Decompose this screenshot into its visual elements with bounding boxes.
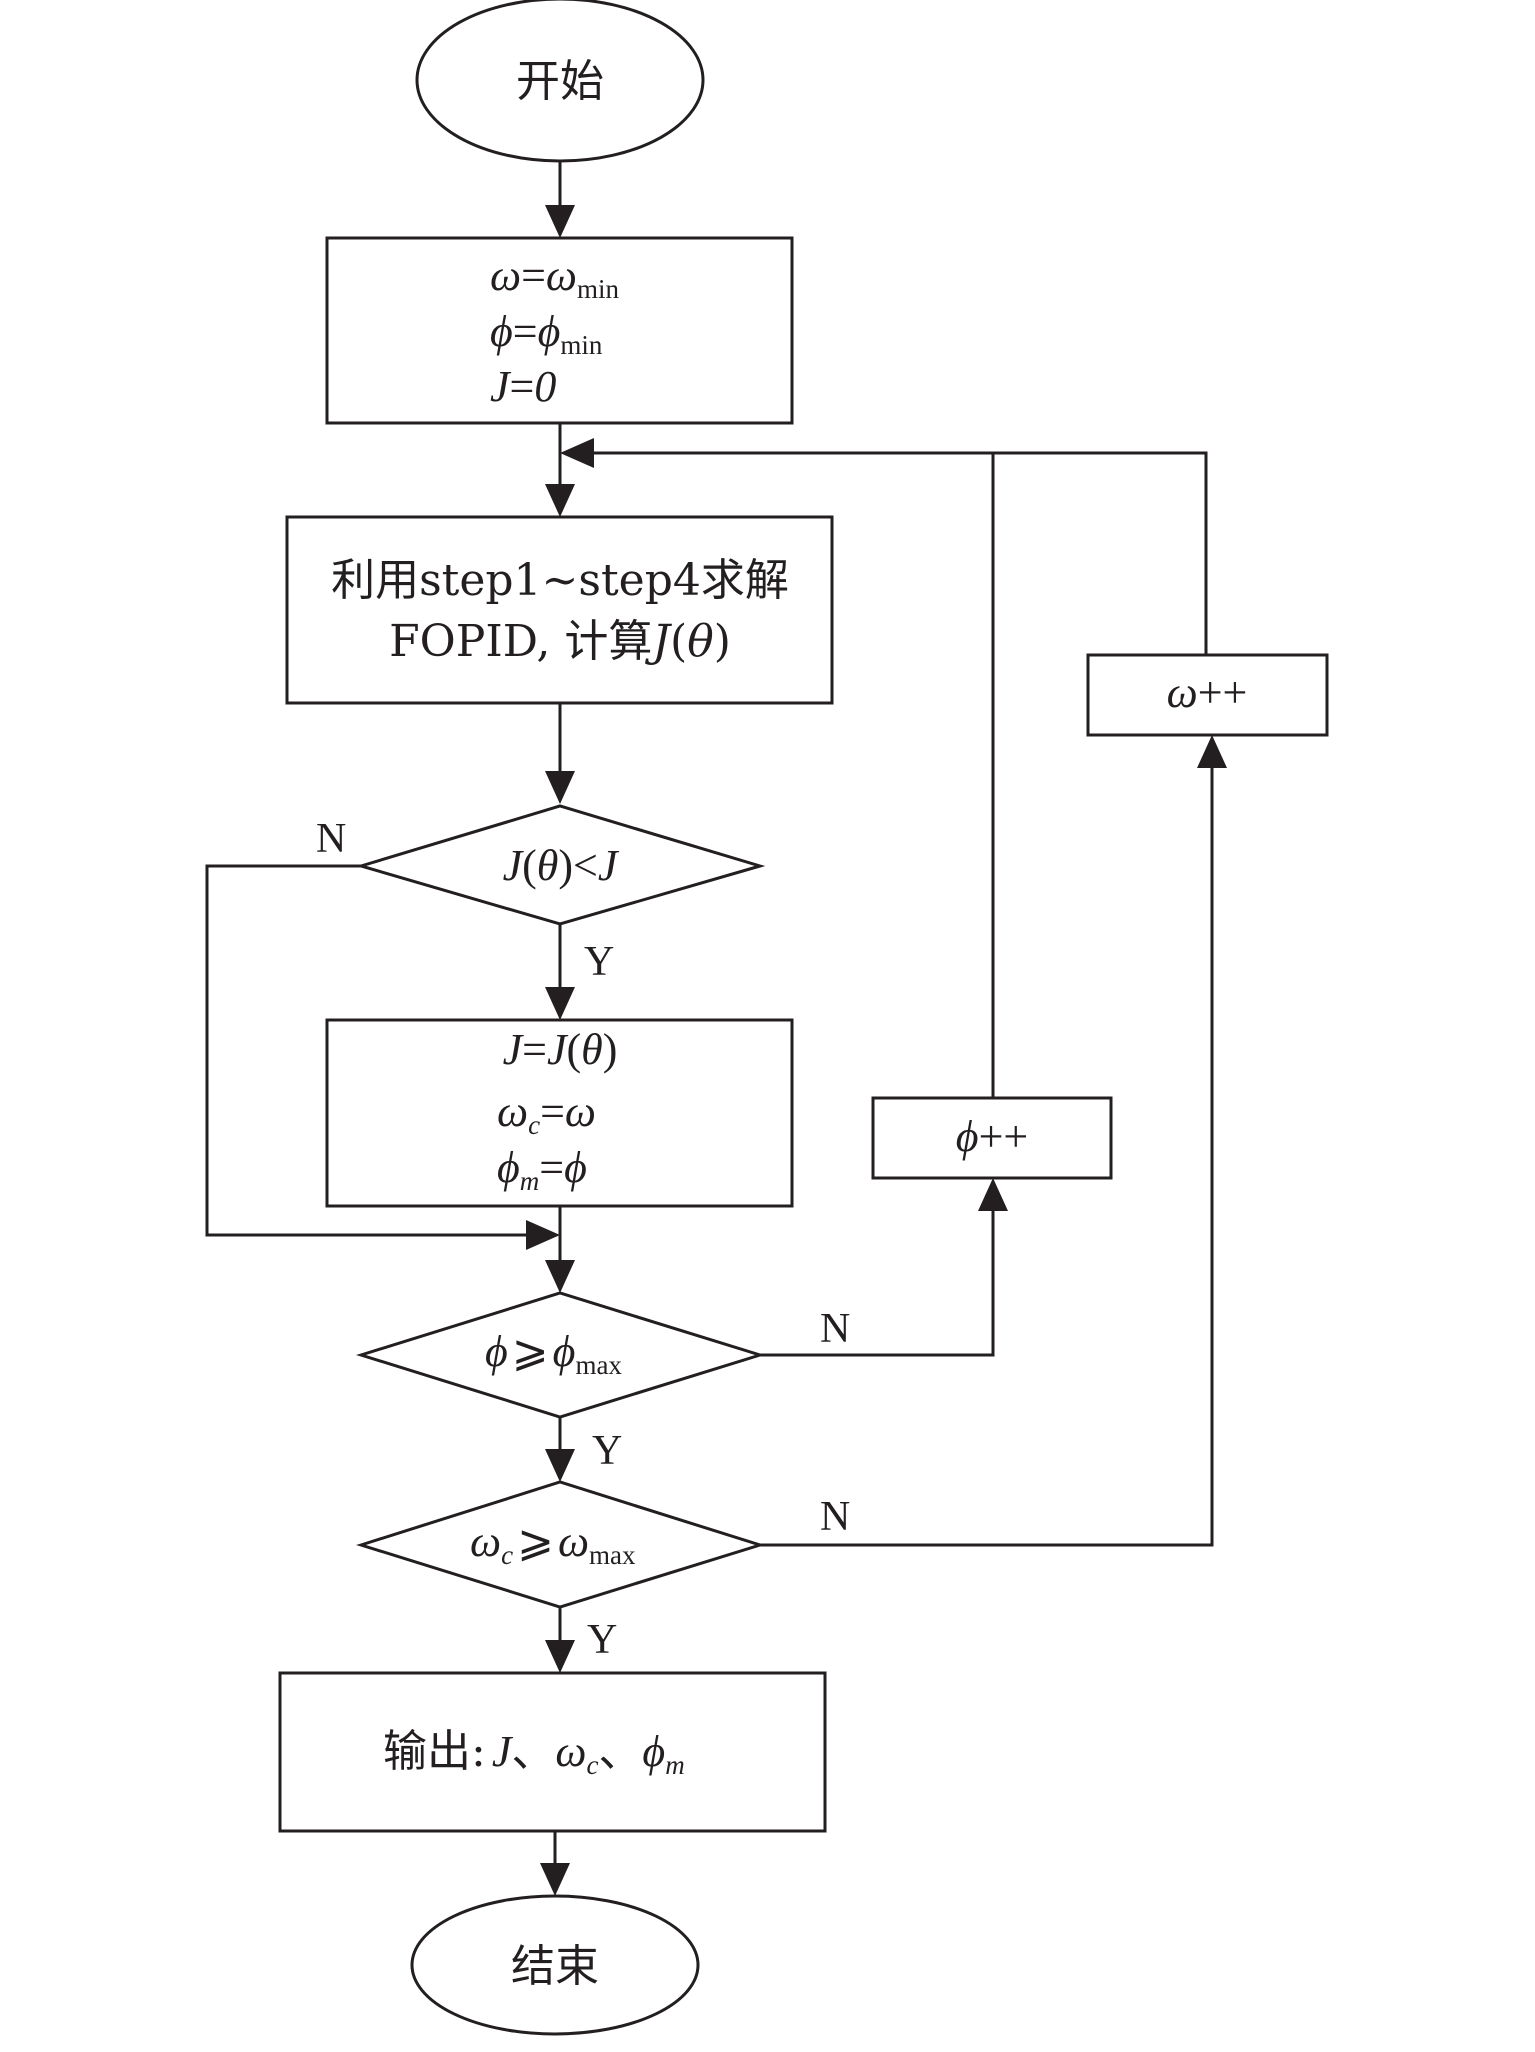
update-line-phi: ϕm=ϕ xyxy=(497,1143,587,1196)
solve-line-2: FOPID, 计算J(θ) xyxy=(389,616,731,667)
decision-phi-text: ϕ⩾ϕmax xyxy=(485,1327,622,1380)
edge-condphi-no-to-phiinc xyxy=(760,1208,995,1357)
init-line-phi: ϕ=ϕmin xyxy=(490,307,603,360)
decision-j: J(θ)<J xyxy=(355,804,766,926)
arrowhead-icon xyxy=(526,1220,560,1250)
output-box: 输出:J、ωc、ϕm xyxy=(278,1671,827,1833)
arrowhead-icon xyxy=(545,205,575,238)
decision-omega: ωc⩾ωmax xyxy=(355,1480,766,1609)
solve-box: 利用step1~step4求解 FOPID, 计算J(θ) xyxy=(285,515,834,705)
label-condphi-no: N xyxy=(820,1306,850,1352)
end-label: 结束 xyxy=(511,1941,599,1992)
label-condphi-yes: Y xyxy=(592,1428,622,1474)
arrowhead-icon xyxy=(545,484,575,517)
label-condomega-no: N xyxy=(820,1494,850,1540)
phi-increment-box: ϕ++ xyxy=(871,1096,1113,1180)
init-line-omega: ω=ωmin xyxy=(490,251,619,304)
solve-line-1: 利用step1~step4求解 xyxy=(331,555,789,606)
arrowhead-icon xyxy=(560,438,594,468)
decision-phi: ϕ⩾ϕmax xyxy=(355,1291,766,1419)
decision-omega-text: ωc⩾ωmax xyxy=(470,1517,636,1570)
start-node: 开始 xyxy=(415,0,705,163)
phi-increment-text: ϕ++ xyxy=(956,1112,1028,1161)
arrowhead-icon xyxy=(540,1863,570,1896)
arrowhead-icon xyxy=(1197,735,1227,768)
arrowhead-icon xyxy=(978,1178,1008,1211)
edge-omegainc-loop xyxy=(993,451,1208,655)
arrowhead-icon xyxy=(545,1260,575,1293)
arrowhead-icon xyxy=(545,1449,575,1482)
update-box: J=J(θ) ωc=ω ϕm=ϕ xyxy=(325,1018,794,1208)
decision-j-text: J(θ)<J xyxy=(503,841,620,890)
update-line-j: J=J(θ) xyxy=(503,1025,618,1074)
update-line-omega: ωc=ω xyxy=(497,1087,596,1140)
end-node: 结束 xyxy=(410,1894,700,2036)
output-text: 输出:J、ωc、ϕm xyxy=(383,1726,685,1780)
init-box: ω=ωmin ϕ=ϕmin J=0 xyxy=(325,236,794,425)
arrowhead-icon xyxy=(545,1640,575,1673)
init-line-j: J=0 xyxy=(490,362,556,411)
arrowhead-icon xyxy=(545,771,575,804)
arrowhead-icon xyxy=(545,987,575,1020)
label-condomega-yes: Y xyxy=(587,1617,617,1663)
connectors xyxy=(205,161,1227,1896)
edge-condj-no-bypass xyxy=(205,864,530,1237)
label-condj-yes: Y xyxy=(584,939,614,985)
start-label: 开始 xyxy=(516,56,604,107)
omega-increment-box: ω++ xyxy=(1086,653,1329,737)
label-condj-no: N xyxy=(316,816,346,862)
edge-condomega-no-to-omegainc xyxy=(760,765,1214,1547)
omega-increment-text: ω++ xyxy=(1167,668,1248,717)
